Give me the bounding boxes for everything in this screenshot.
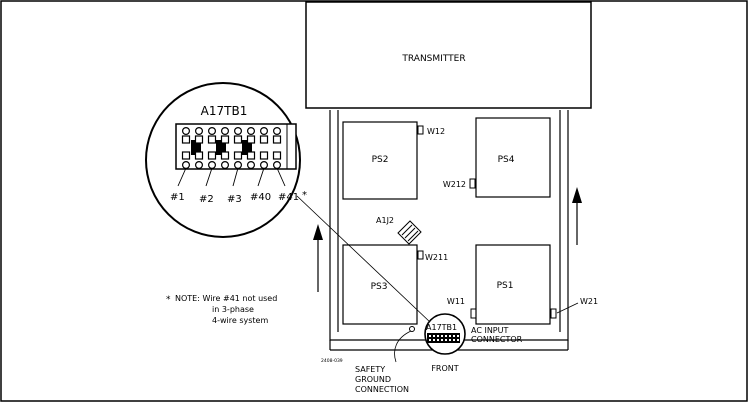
w21-label: W21 xyxy=(580,297,598,306)
w12-tab xyxy=(417,125,424,135)
a1j2-connector-icon xyxy=(397,220,422,245)
w211-tab xyxy=(417,250,424,260)
terminal-block-enlarged xyxy=(175,123,297,170)
ps4-label: PS4 xyxy=(498,155,515,165)
left-up-arrow xyxy=(313,224,323,292)
detail-title: A17TB1 xyxy=(201,104,248,118)
terminal-label-40: #40 xyxy=(250,192,271,203)
w21-tab xyxy=(550,308,557,319)
w212-tab xyxy=(469,178,476,189)
safety-ground-label-2: GROUND xyxy=(355,375,391,384)
front-label: FRONT xyxy=(431,364,458,373)
w21-leader xyxy=(556,302,579,314)
ps1-label: PS1 xyxy=(497,281,514,291)
jumper-bar-2 xyxy=(216,140,226,155)
detail-asterisk: * xyxy=(302,190,307,201)
transmitter-label: TRANSMITTER xyxy=(401,54,465,64)
terminal-label-3: #3 xyxy=(227,194,242,205)
note-line-2: in 3-phase xyxy=(212,305,254,314)
w11-label: W11 xyxy=(447,297,465,306)
ps2-box xyxy=(342,121,418,200)
terminal-block-label: A17TB1 xyxy=(426,323,457,332)
ac-input-label-line1: AC INPUT xyxy=(471,326,508,335)
ps4-box xyxy=(475,117,551,198)
w212-label: W212 xyxy=(443,180,466,189)
w12-label: W12 xyxy=(427,127,445,136)
jumper-bar-3 xyxy=(242,140,252,155)
note-asterisk: * xyxy=(166,295,171,305)
jumper-bar-1 xyxy=(191,140,201,155)
w11-tab xyxy=(470,308,477,319)
note-line-1: NOTE: Wire #41 not used xyxy=(175,294,277,303)
ps2-label: PS2 xyxy=(372,155,389,165)
ps3-box xyxy=(342,244,418,325)
right-up-arrow xyxy=(572,187,582,245)
detail-leader-line xyxy=(296,195,432,324)
terminal-label-2: #2 xyxy=(199,194,214,205)
ps1-box xyxy=(475,244,551,325)
terminal-block-small xyxy=(427,333,460,343)
safety-ground-point xyxy=(409,326,415,332)
terminal-label-1: #1 xyxy=(170,192,185,203)
w211-label: W211 xyxy=(425,253,448,262)
terminal-leaders xyxy=(177,167,286,187)
safety-ground-leader xyxy=(394,330,412,363)
note-line-3: 4-wire system xyxy=(212,316,268,325)
a1j2-label: A1J2 xyxy=(376,216,394,225)
safety-ground-label-3: CONNECTION xyxy=(355,385,409,394)
drawing-number: 2408-039 xyxy=(321,358,343,364)
ps3-label: PS3 xyxy=(371,282,388,292)
safety-ground-label-1: SAFETY xyxy=(355,365,385,374)
ac-input-label-line2: CONNECTOR xyxy=(471,335,523,344)
terminal-label-41: #41 xyxy=(278,192,299,203)
transmitter-box xyxy=(305,1,592,109)
terminal-block-small-pins xyxy=(429,335,459,341)
